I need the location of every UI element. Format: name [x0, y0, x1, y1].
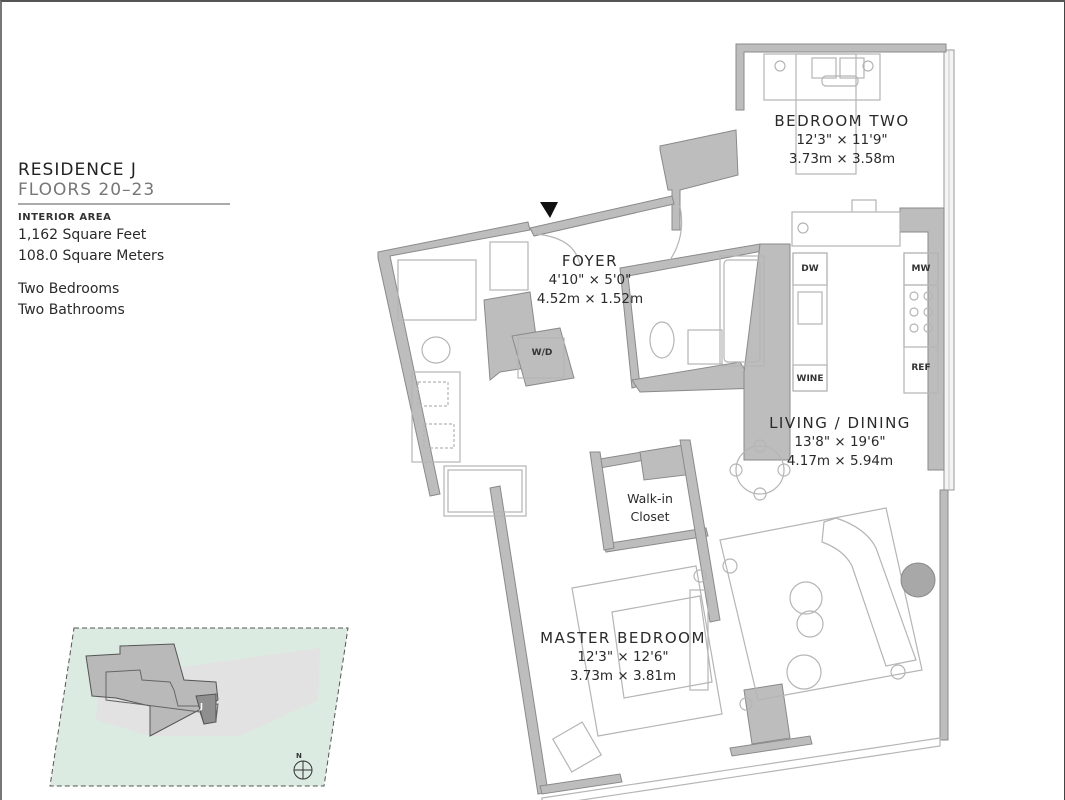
site-plan: [49, 627, 349, 787]
north-arrow-label: N: [296, 752, 302, 760]
closet-line-2: Closet: [630, 509, 670, 524]
room-dim-metric: 3.73m × 3.58m: [788, 151, 896, 167]
residence-info: RESIDENCE J FLOORS 20–23 INTERIOR AREA 1…: [18, 160, 230, 321]
square-feet: 1,162 Square Feet: [18, 227, 147, 243]
site-unit-label: J: [200, 702, 203, 711]
room-name: BEDROOM TWO: [774, 112, 910, 130]
entry-arrow-icon: [540, 202, 558, 218]
room-living-dining: LIVING / DINING 13'8" × 19'6" 4.17m × 5.…: [742, 413, 938, 471]
room-master-bedroom: MASTER BEDROOM 12'3" × 12'6" 3.73m × 3.8…: [516, 628, 730, 686]
room-dim-imperial: 12'3" × 11'9": [796, 132, 888, 148]
bedroom-count: Two Bedrooms: [18, 281, 120, 297]
bathroom-count: Two Bathrooms: [18, 302, 125, 318]
room-dim-imperial: 13'8" × 19'6": [794, 434, 886, 450]
washer-dryer-label: W/D: [531, 348, 553, 358]
room-dim-imperial: 12'3" × 12'6": [577, 649, 669, 665]
room-name: LIVING / DINING: [769, 414, 911, 432]
refrigerator-label: REF: [911, 363, 931, 373]
room-name: FOYER: [561, 252, 619, 270]
room-walk-in-closet: Walk-in Closet: [612, 490, 688, 526]
microwave-label: MW: [911, 264, 931, 274]
room-foyer: FOYER 4'10" × 5'0" 4.52m × 1.52m: [520, 251, 660, 309]
room-dim-metric: 4.17m × 5.94m: [786, 453, 894, 469]
residence-title: RESIDENCE J: [18, 160, 137, 180]
room-dim-metric: 4.52m × 1.52m: [536, 291, 644, 307]
wine-fridge-label: WINE: [796, 374, 824, 384]
room-name: MASTER BEDROOM: [540, 629, 706, 647]
floors-label: FLOORS 20–23: [18, 180, 156, 200]
closet-line-1: Walk-in: [627, 491, 673, 506]
dishwasher-label: DW: [801, 264, 819, 274]
square-meters: 108.0 Square Meters: [18, 248, 165, 264]
interior-area-label: INTERIOR AREA: [18, 212, 112, 223]
room-dim-imperial: 4'10" × 5'0": [548, 272, 632, 288]
room-dim-metric: 3.73m × 3.81m: [569, 668, 677, 684]
divider: [18, 203, 230, 205]
unit-j-marker: [195, 693, 217, 725]
room-bedroom-two: BEDROOM TWO 12'3" × 11'9" 3.73m × 3.58m: [752, 111, 932, 169]
